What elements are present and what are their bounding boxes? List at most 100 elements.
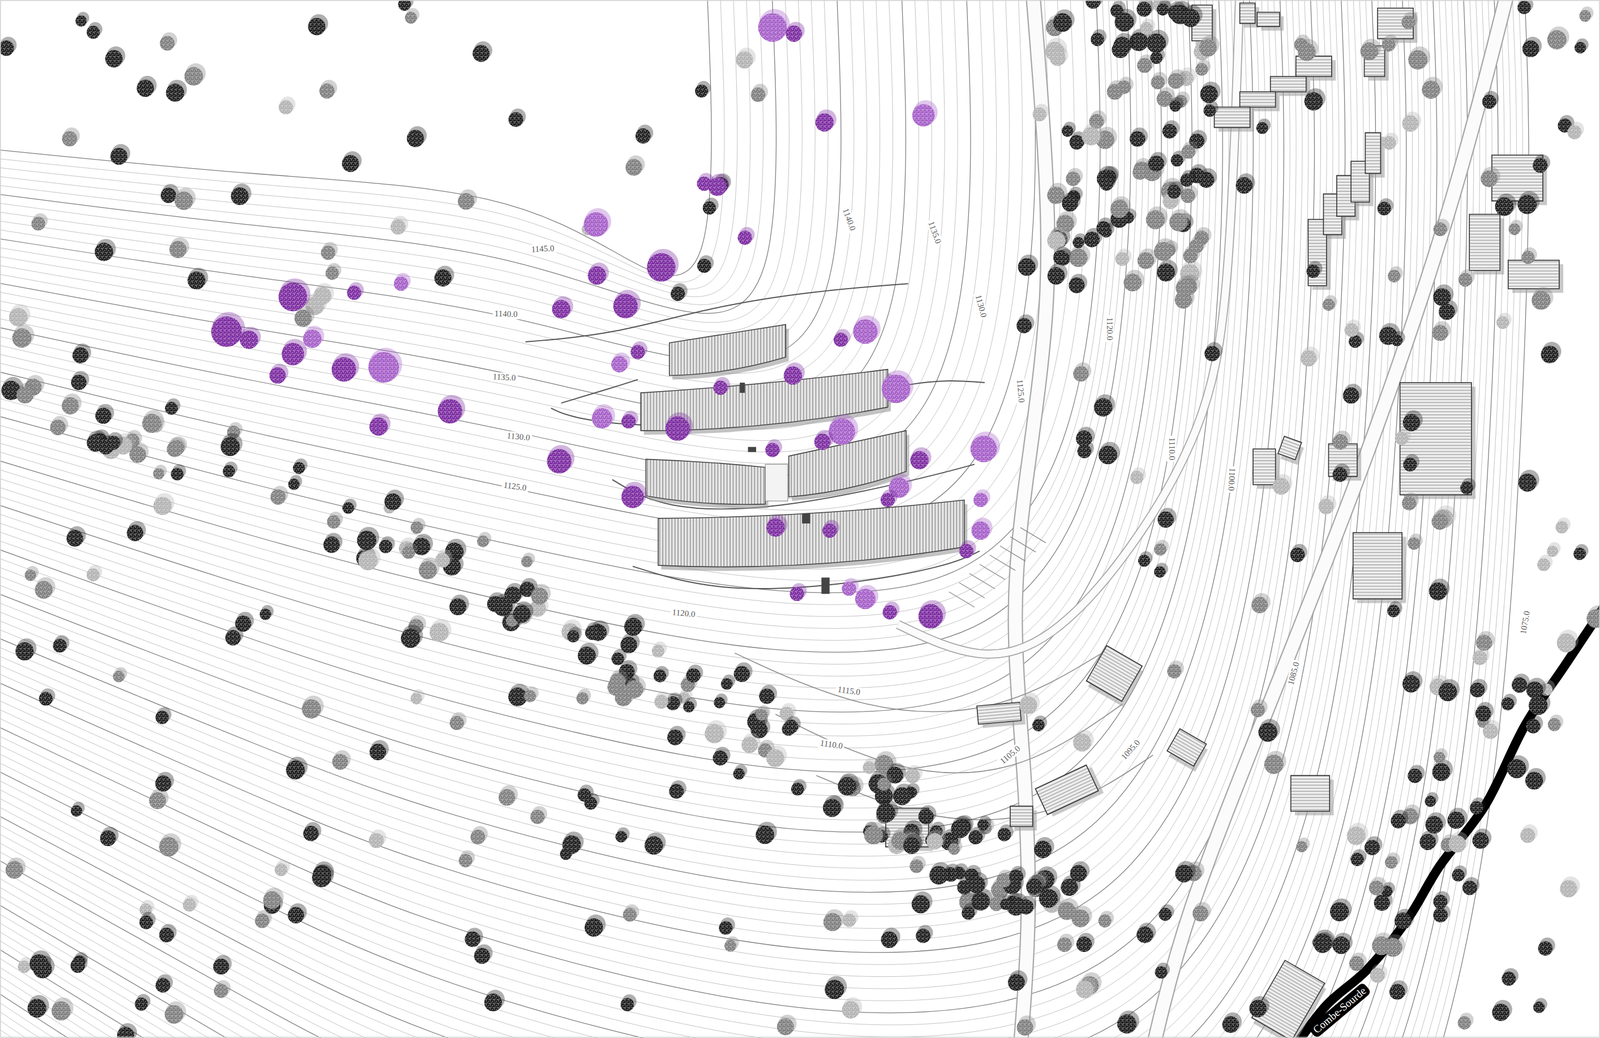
tree-crown bbox=[904, 768, 920, 784]
tree-texture bbox=[24, 569, 37, 581]
tree-crown bbox=[1432, 762, 1451, 782]
parking-line bbox=[959, 582, 985, 598]
contour-line bbox=[0, 0, 1529, 1038]
tree-texture bbox=[611, 652, 624, 666]
tree bbox=[213, 980, 231, 999]
tree bbox=[1525, 768, 1546, 790]
tree-crown bbox=[1402, 115, 1419, 132]
tree bbox=[464, 927, 483, 947]
tree bbox=[357, 526, 380, 551]
tree-texture bbox=[961, 906, 975, 920]
tree-texture bbox=[0, 40, 15, 57]
tree-texture bbox=[521, 555, 533, 568]
tree-crown bbox=[620, 636, 637, 654]
tree-texture bbox=[294, 309, 312, 327]
tree-crown bbox=[950, 820, 969, 839]
tree-crown bbox=[29, 954, 49, 973]
tree bbox=[903, 833, 923, 855]
tree-crown bbox=[625, 159, 642, 176]
contour-line bbox=[0, 0, 1062, 558]
tree bbox=[1151, 71, 1168, 90]
tree-crown bbox=[213, 958, 230, 975]
house bbox=[1167, 728, 1207, 767]
tree bbox=[654, 691, 671, 709]
tree-crown bbox=[153, 496, 172, 516]
tree bbox=[620, 994, 637, 1012]
tree bbox=[667, 726, 686, 746]
house bbox=[1296, 56, 1332, 77]
contour-line bbox=[0, 0, 1186, 761]
tree bbox=[918, 805, 937, 825]
tree-texture bbox=[1148, 155, 1165, 172]
tree-crown bbox=[1460, 481, 1474, 495]
tree bbox=[562, 831, 585, 854]
tree-crown bbox=[27, 998, 47, 1018]
tree-texture bbox=[311, 868, 332, 888]
river bbox=[1293, 602, 1600, 1038]
tree bbox=[881, 927, 901, 949]
house bbox=[1240, 91, 1276, 107]
tree bbox=[893, 783, 914, 805]
tree-crown bbox=[967, 876, 986, 894]
tree-texture bbox=[1068, 277, 1085, 294]
tree-crown bbox=[1181, 9, 1200, 28]
tree bbox=[1395, 428, 1411, 446]
tree bbox=[1192, 902, 1212, 922]
tree-texture bbox=[1117, 1014, 1137, 1034]
tree-crown bbox=[668, 783, 684, 799]
tree-crown bbox=[470, 829, 486, 845]
tree-crown bbox=[1094, 397, 1113, 417]
tree-texture bbox=[1132, 165, 1148, 180]
tree-crown bbox=[911, 895, 930, 914]
tree bbox=[530, 584, 551, 606]
tree bbox=[1032, 104, 1050, 122]
tree bbox=[926, 829, 946, 850]
tree-crown bbox=[577, 646, 596, 665]
tree-crown bbox=[301, 699, 321, 719]
road-edge bbox=[898, 0, 1241, 655]
tree-texture bbox=[1181, 9, 1200, 28]
tree-texture bbox=[86, 25, 100, 39]
tree-texture bbox=[39, 692, 53, 706]
tree-crown bbox=[1099, 177, 1114, 191]
tree-texture bbox=[732, 768, 745, 780]
tree bbox=[110, 144, 131, 166]
tree bbox=[1169, 208, 1191, 231]
tree-texture bbox=[567, 630, 579, 643]
tree-texture bbox=[1533, 1001, 1545, 1013]
tree-texture bbox=[1146, 33, 1166, 53]
tree-texture bbox=[148, 792, 166, 810]
tree bbox=[1195, 59, 1211, 76]
tree-crown bbox=[418, 560, 437, 579]
tree-crown bbox=[1170, 153, 1184, 167]
tree bbox=[288, 474, 303, 490]
tree bbox=[174, 187, 196, 210]
tree-crown bbox=[379, 539, 393, 554]
tree bbox=[1433, 219, 1451, 237]
tree bbox=[609, 669, 628, 689]
tree-texture bbox=[117, 1026, 135, 1038]
tree-texture bbox=[1069, 248, 1088, 268]
tree-texture bbox=[1181, 144, 1195, 159]
tree-texture bbox=[1057, 902, 1076, 921]
tree bbox=[1377, 198, 1394, 216]
tree bbox=[1082, 123, 1104, 146]
contour-line bbox=[0, 0, 764, 305]
tree bbox=[1541, 341, 1562, 364]
contour-line bbox=[0, 0, 1036, 534]
tree-texture bbox=[635, 128, 651, 144]
tree-crown bbox=[926, 833, 943, 850]
tree bbox=[864, 821, 886, 845]
tree bbox=[29, 950, 51, 973]
tree-crown bbox=[837, 777, 856, 796]
tree bbox=[1559, 876, 1580, 898]
tree bbox=[155, 974, 174, 993]
tree-crown bbox=[16, 386, 34, 404]
tree bbox=[160, 32, 178, 51]
tree-texture bbox=[530, 809, 545, 825]
tree bbox=[909, 855, 926, 873]
tree bbox=[169, 237, 190, 259]
tree-texture bbox=[307, 18, 326, 36]
tree-texture bbox=[653, 669, 667, 683]
tree-texture bbox=[741, 736, 758, 754]
